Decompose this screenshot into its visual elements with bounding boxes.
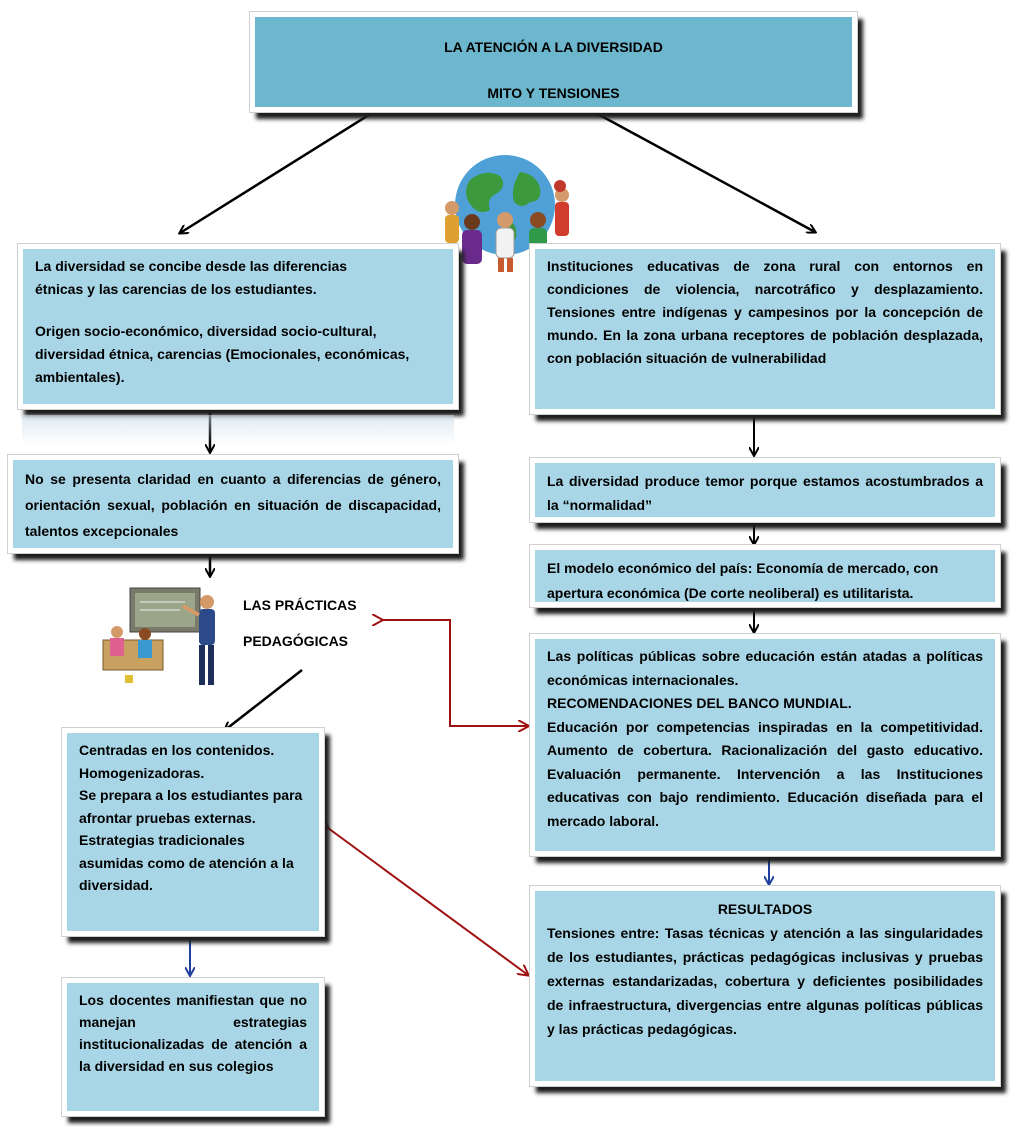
right-box1-text: Instituciones educativas de zona rural c… (547, 258, 983, 366)
right-box3-text: El modelo económico del país: Economía d… (547, 560, 939, 601)
arrow-practicas-box3 (225, 669, 303, 730)
arrow-title-left (180, 106, 381, 233)
left-box4-text: Los docentes manifiestan que no manejan … (79, 992, 307, 1074)
left-box1-para1: La diversidad se concibe desde las difer… (35, 258, 348, 297)
classroom-teacher-clipart (102, 587, 215, 685)
title-line-2: MITO Y TENSIONES (487, 85, 620, 101)
globe-children-clipart (445, 155, 569, 272)
left-box3-item: Centradas en los contenidos. (79, 742, 275, 758)
title-line-1: LA ATENCIÓN A LA DIVERSIDAD (444, 39, 663, 55)
red-connector-box3-resultados (328, 828, 528, 975)
left-box-docentes: Los docentes manifiestan que no manejan … (61, 977, 325, 1117)
left-box3-item: Homogenizadoras. (79, 764, 205, 781)
left-box1-para2: Origen socio-económico, diversidad socio… (35, 323, 410, 385)
left-box3-item: Estrategias tradicionales asumidas como … (79, 832, 294, 893)
right-box2-text: La diversidad produce temor porque estam… (547, 473, 983, 513)
right-box-modelo: El modelo económico del país: Economía d… (529, 544, 1001, 608)
arrow-title-right (571, 98, 815, 232)
left-box2-text: No se presenta claridad en cuanto a dife… (25, 471, 441, 539)
box-reflection (22, 415, 454, 445)
right-box4-para2: Educación por competencias inspiradas en… (547, 718, 983, 829)
right-box-instituciones: Instituciones educativas de zona rural c… (529, 243, 1001, 415)
right-box4-para1: Las políticas públicas sobre educación e… (547, 648, 983, 688)
left-box-diversidad: La diversidad se concibe desde las difer… (17, 243, 459, 410)
right-box-temor: La diversidad produce temor porque estam… (529, 457, 1001, 523)
red-connector-practicas-politicas (382, 620, 528, 726)
left-box-claridad: No se presenta claridad en cuanto a dife… (7, 454, 459, 554)
resultados-text: Tensiones entre: Tasas técnicas y atenci… (547, 925, 983, 1037)
right-box-politicas: Las políticas públicas sobre educación e… (529, 633, 1001, 857)
practicas-label-line2: PEDAGÓGICAS (243, 633, 349, 649)
right-box-resultados: RESULTADOS Tensiones entre: Tasas técnic… (529, 885, 1001, 1087)
practicas-label-line1: LAS PRÁCTICAS (243, 597, 357, 613)
practicas-label: LAS PRÁCTICAS PEDAGÓGICAS (243, 594, 357, 652)
left-box3-item: Se prepara a los estudiantes para afront… (79, 787, 303, 826)
title-box: LA ATENCIÓN A LA DIVERSIDAD MITO Y TENSI… (249, 11, 858, 113)
resultados-heading: RESULTADOS (717, 901, 813, 917)
right-box4-heading: RECOMENDACIONES DEL BANCO MUNDIAL. (547, 695, 852, 711)
left-box-practicas: Centradas en los contenidos. Homogenizad… (61, 727, 325, 937)
